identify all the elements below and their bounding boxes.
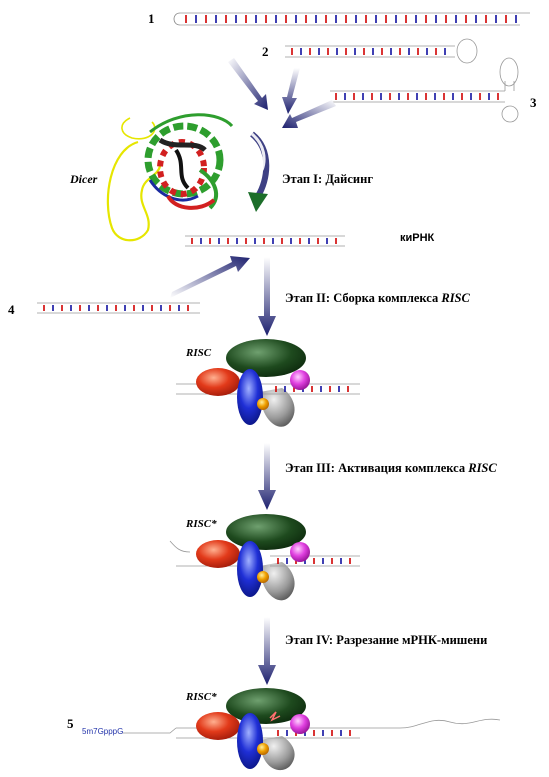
stage-3-italic: RISC [468, 461, 497, 475]
dsrna-2-hairpin [285, 38, 478, 64]
dicer-protein [106, 113, 234, 242]
up-arrow-icon [170, 256, 250, 298]
risc-star-complex-1 [169, 514, 360, 601]
down-arrow-icon-2 [258, 443, 276, 510]
down-arrow-icon-3 [258, 617, 276, 685]
risc-label: RISC [186, 347, 212, 359]
label-number-5: 5 [67, 716, 74, 731]
sirna-duplex [185, 235, 345, 247]
dicing-curved-arrow [248, 131, 270, 212]
dicer-label: Dicer [70, 172, 98, 186]
stage-2-label: Этап II: Сборка комплекса RISC [285, 291, 470, 306]
converging-arrows [228, 58, 336, 128]
sirna-label: киРНК [400, 232, 435, 244]
label-number-1: 1 [148, 11, 155, 26]
down-arrow-icon [258, 257, 276, 336]
stage-2-italic: RISC [441, 291, 470, 305]
label-number-2: 2 [262, 44, 269, 59]
label-number-3: 3 [530, 95, 537, 110]
stage-3-text: Этап III: Активация комплекса [285, 461, 469, 475]
dsrna-4 [37, 302, 200, 314]
stage-2-text: Этап II: Сборка комплекса [285, 291, 442, 305]
risc-star-complex-2 [122, 688, 501, 771]
dsrna-1 [173, 12, 530, 26]
risc-star-label-2: RISC* [186, 691, 217, 703]
risc-complex-1 [176, 339, 360, 427]
risc-star-label-1: RISC* [186, 518, 217, 530]
stage-3-label: Этап III: Активация комплекса RISC [285, 461, 497, 476]
stage-1-label: Этап I: Дайсинг [282, 172, 374, 186]
cap-label: 5m7GpppG [82, 727, 124, 736]
label-number-4: 4 [8, 302, 15, 317]
dsrna-3-hairpin [330, 57, 519, 123]
stage-4-label: Этап IV: Разрезание мРНК-мишени [285, 633, 488, 647]
